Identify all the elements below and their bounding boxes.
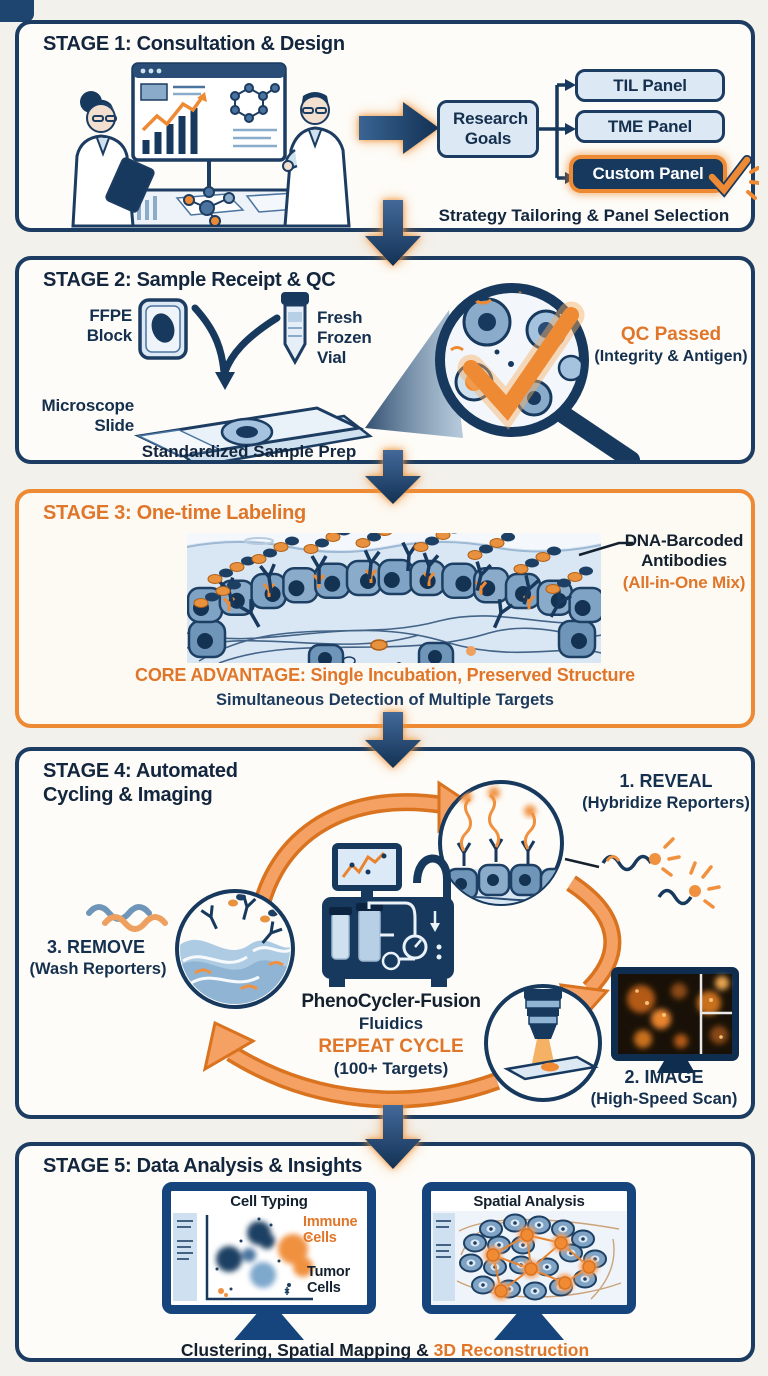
mix-label: (All-in-One Mix) (622, 573, 746, 592)
spatial-title: Spatial Analysis (473, 1193, 585, 1210)
merge-arrows-icon (191, 304, 281, 390)
core-advantage-caption: CORE ADVANTAGE: Single Incubation, Prese… (135, 665, 635, 685)
tme-panel-label: TME Panel (607, 116, 693, 136)
reveal-label: 1. REVEAL (619, 771, 713, 791)
flow-arrow-right-icon (359, 102, 439, 154)
antibody-label: DNA-Barcoded Antibodies (624, 531, 744, 571)
stage5-caption: Clustering, Spatial Mapping & 3D Reconst… (19, 1340, 751, 1361)
scientist-left (71, 91, 155, 228)
stage1-box: STAGE 1: Consultation & Design (15, 20, 759, 232)
fresh-frozen-vial-icon (281, 292, 309, 366)
vial-label: Fresh Frozen Vial (317, 308, 372, 368)
stage5-caption-prefix: Clustering, Spatial Mapping & (180, 1340, 434, 1360)
spatial-plot (431, 1211, 627, 1305)
magnifier-icon (435, 283, 640, 460)
slide-label: Microscope Slide (41, 396, 135, 436)
repeat-sub-label: (100+ Targets) (333, 1059, 449, 1078)
consultation-illustration (71, 62, 351, 228)
spatial-monitor-stand (494, 1314, 564, 1340)
remove-sub-label: (Wash Reporters) (29, 960, 167, 978)
stage1-title: STAGE 1: Consultation & Design (43, 33, 345, 55)
fluorescence-monitor-icon (611, 967, 739, 1073)
ffpe-block-label: FFPE Block (86, 306, 132, 346)
tumor-cells-label: Tumor Cells (307, 1264, 351, 1296)
image-sub-label: (High-Speed Scan) (590, 1090, 738, 1108)
stage1-caption: Strategy Tailoring & Panel Selection (438, 206, 730, 225)
immune-cells-label: Immune Cells (303, 1214, 358, 1246)
research-goals-label: Research Goals (453, 109, 528, 148)
repeat-cycle-label: REPEAT CYCLE (318, 1036, 464, 1057)
image-circle-icon (484, 984, 602, 1102)
spatial-monitor: Spatial Analysis (422, 1182, 636, 1314)
research-goals-box: Research Goals (437, 100, 539, 158)
qc-passed-label: QC Passed (620, 324, 722, 345)
fluidics-machine-icon (322, 843, 454, 987)
panel-option-tme: TME Panel (575, 110, 725, 143)
stage5-title: STAGE 5: Data Analysis & Insights (43, 1155, 363, 1177)
cell-typing-monitor: Cell Typing (162, 1182, 376, 1314)
label-leader-line (578, 541, 633, 557)
cycle-graphic (86, 780, 739, 1109)
stage-connector-arrow-4 (365, 1105, 421, 1169)
cell-typing-title: Cell Typing (230, 1193, 308, 1210)
stage-connector-arrow-3 (365, 712, 421, 768)
corner-decoration (0, 0, 34, 22)
custom-panel-label: Custom Panel (592, 164, 704, 183)
detection-caption: Simultaneous Detection of Multiple Targe… (216, 691, 554, 709)
remove-circle-icon (175, 889, 295, 1009)
stage2-box: STAGE 2: Sample Receipt & QC (15, 256, 755, 464)
wash-strands-icon (86, 904, 168, 932)
sample-prep-caption: Standardized Sample Prep (141, 442, 357, 461)
cell-typing-plot (173, 1213, 313, 1301)
qc-sub-label: (Integrity & Antigen) (594, 348, 748, 365)
remove-label: 3. REMOVE (46, 937, 146, 957)
reveal-sub-label: (Hybridize Reporters) (582, 794, 750, 812)
stage-connector-arrow-1 (365, 200, 421, 266)
stage-connector-arrow-2 (365, 450, 421, 504)
sample-qc-illustration (133, 283, 640, 460)
til-panel-label: TIL Panel (613, 75, 687, 95)
fluidics-label: Fluidics (358, 1014, 424, 1033)
stage4-box: STAGE 4: Automated Cycling & Imaging (15, 747, 755, 1119)
scientist-right (282, 92, 351, 228)
stage4-title: STAGE 4: Automated Cycling & Imaging (43, 760, 238, 807)
image-label: 2. IMAGE (624, 1067, 704, 1087)
presentation-board-icon (131, 62, 287, 162)
cell-typing-monitor-stand (234, 1314, 304, 1340)
stage2-title: STAGE 2: Sample Receipt & QC (43, 269, 336, 291)
panel-option-custom: Custom Panel (569, 155, 727, 193)
stage5-box: STAGE 5: Data Analysis & Insights Cell T… (15, 1142, 755, 1362)
stage5-caption-highlight: 3D Reconstruction (433, 1340, 590, 1360)
molecule-model (183, 192, 235, 227)
stage3-box: STAGE 3: One-time Labeling (15, 489, 755, 728)
machine-name-label: PhenoCycler-Fusion (301, 991, 481, 1012)
reveal-circle-icon (438, 780, 564, 906)
stage3-title: STAGE 3: One-time Labeling (43, 502, 306, 524)
ffpe-block-icon (138, 298, 188, 360)
qc-check-icon (457, 301, 585, 430)
microscope-slide-icon (133, 406, 374, 460)
panel-option-til: TIL Panel (575, 69, 725, 102)
reporter-strands-icon (564, 837, 721, 909)
labeling-illustration (187, 533, 633, 663)
custom-panel-check-icon (707, 155, 759, 200)
